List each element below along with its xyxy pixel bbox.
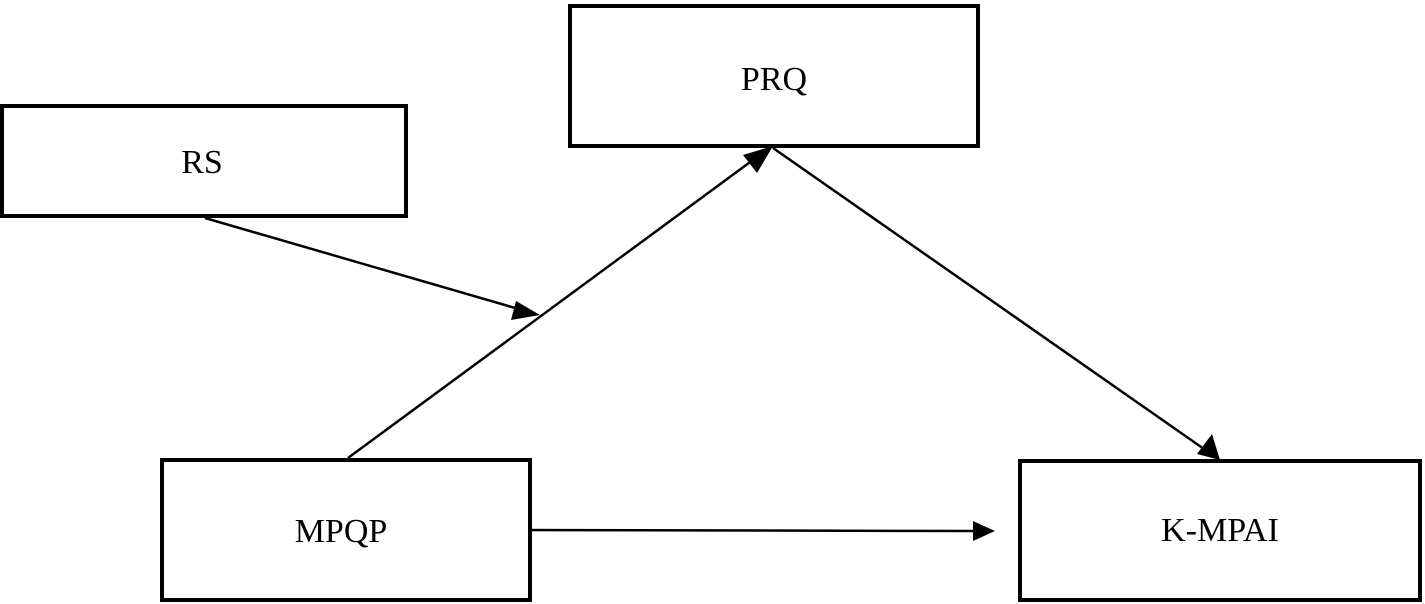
arrowhead-moderation — [511, 301, 540, 320]
arrowhead-prq — [743, 146, 773, 173]
node-rs: RS — [0, 104, 408, 218]
node-mpqp-label: MPQP — [294, 513, 388, 550]
arrowhead-kmpai-left — [973, 521, 995, 541]
edge-mpqp-to-kmpai — [502, 528, 976, 533]
node-mpqp: MPQP — [160, 458, 532, 602]
arrowhead-kmpai-top — [1197, 434, 1220, 460]
node-prq-label: PRQ — [740, 61, 808, 98]
edge-rs-to-path — [204, 216, 523, 312]
node-kmpai: K-MPAI — [1018, 459, 1422, 602]
edge-prq-to-kmpai — [772, 146, 1205, 451]
edge-mpqp-to-prq — [347, 155, 758, 460]
node-prq: PRQ — [568, 4, 980, 148]
node-rs-label: RS — [181, 144, 223, 181]
node-kmpai-label: K-MPAI — [1161, 511, 1279, 549]
